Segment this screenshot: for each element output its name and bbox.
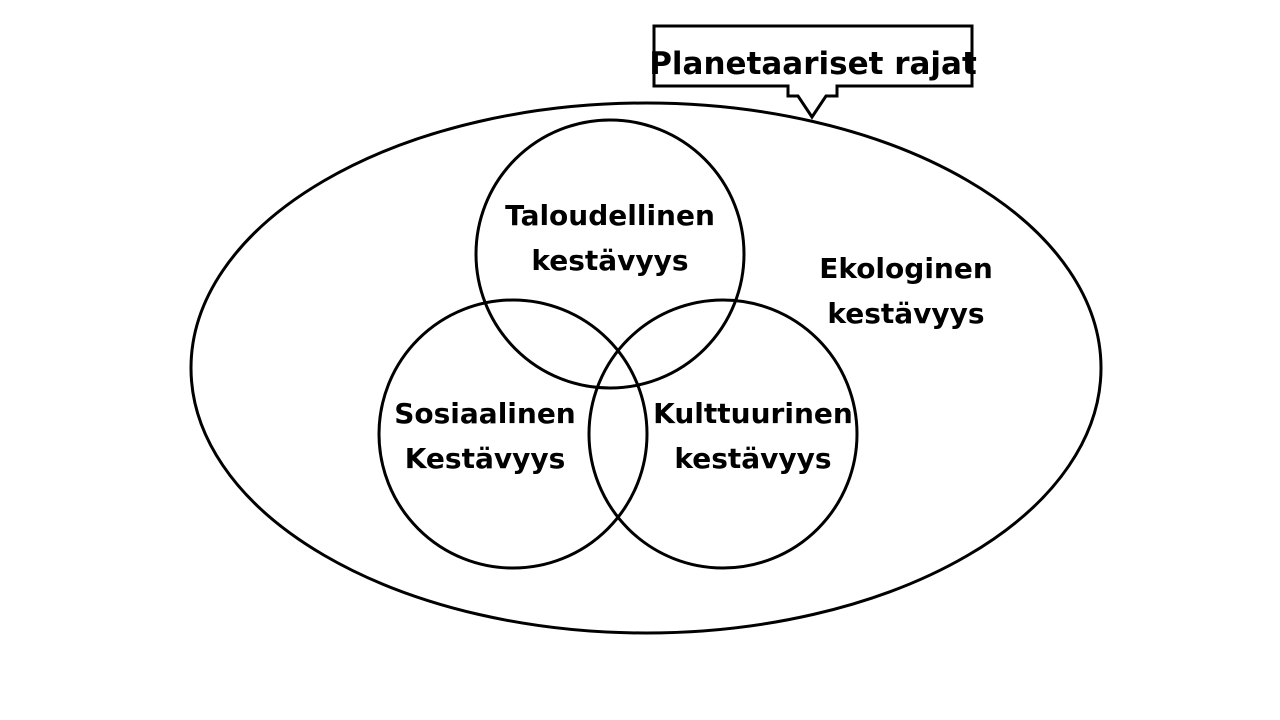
planetary-boundaries-callout [652, 24, 974, 120]
cultural-circle [587, 298, 859, 570]
ecological-ellipse [189, 101, 1103, 635]
ecological-label-line1: Ekologinen [819, 252, 993, 285]
economic-label-line1: Taloudellinen [505, 199, 715, 232]
social-label-line2: Kestävyys [405, 442, 566, 475]
economic-label-line2: kestävyys [531, 244, 688, 277]
cultural-label-line1: Kulttuurinen [653, 397, 853, 430]
social-label-line1: Sosiaalinen [394, 397, 576, 430]
ecological-label-line2: kestävyys [827, 297, 984, 330]
social-circle [377, 298, 649, 570]
economic-circle [474, 118, 746, 390]
cultural-label-line2: kestävyys [674, 442, 831, 475]
planetary-boundaries-label: Planetaariset rajat [649, 46, 977, 82]
